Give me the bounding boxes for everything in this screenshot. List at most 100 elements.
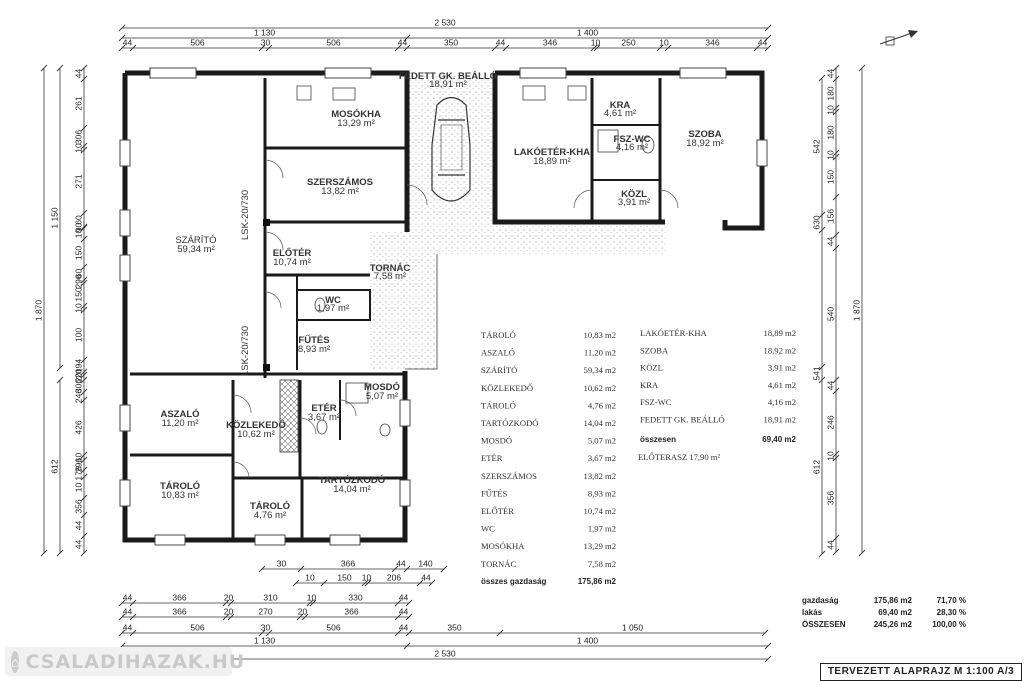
dimension-tick: [80, 456, 88, 464]
dimension-tick: [301, 613, 309, 621]
dimension-tick: [129, 613, 137, 621]
dimension-label: 366: [172, 593, 186, 603]
dimension-tick: [222, 613, 230, 621]
room-taroloA-name: TÁROLÓ: [160, 480, 200, 492]
dimension-label: 10: [826, 105, 836, 115]
room-mosokha-name: MOSÓKHA: [331, 108, 381, 120]
dimension-tick: [818, 376, 826, 384]
dimension-label: 30: [261, 623, 271, 633]
dimension-label: 10: [74, 229, 84, 239]
room-szerszamos-name: SZERSZÁMOS: [307, 177, 373, 188]
dimension-tick: [80, 235, 88, 243]
dimension-tick: [129, 629, 137, 637]
room-mosdo-area: 5,07 m²: [366, 391, 398, 402]
table-row-value: 8,93 m2: [588, 488, 616, 498]
dimension-tick: [80, 396, 88, 404]
dimension-tick: [656, 44, 664, 52]
table-row-name: TORNÁC: [481, 559, 516, 569]
dimension-tick: [80, 371, 88, 379]
dimension-tick: [265, 629, 273, 637]
table-row-value: 4,76 m2: [588, 400, 616, 410]
title-block: TERVEZETT ALAPRAJZ M 1:100 A/3: [820, 663, 1022, 681]
dimension-label: 1 870: [852, 300, 862, 322]
dimension-label: 296: [74, 458, 84, 472]
dimension-label: 150: [337, 573, 351, 583]
dimension-label: 346: [543, 38, 557, 48]
summary-row-label: gazdaság: [802, 596, 839, 605]
dimension-tick: [80, 466, 88, 474]
table-row-name: LAKÓETÉR-KHA: [640, 328, 708, 338]
dimension-label: 44: [398, 38, 408, 48]
dimension-label: 350: [444, 38, 458, 48]
dimension-tick: [56, 376, 64, 384]
north-arrow-icon: [879, 30, 918, 46]
dimension-tick: [664, 44, 672, 52]
dimension-label: 541: [812, 366, 822, 380]
dimension-tick: [394, 629, 402, 637]
table-row-value: 1,97 m2: [588, 524, 616, 534]
dimension-label: 290: [74, 274, 84, 288]
dimension-tick: [858, 64, 866, 72]
dimension-label: 10: [305, 573, 315, 583]
dimension-label: 10: [74, 143, 84, 153]
door-swings: [232, 159, 679, 479]
dimension-label: 10: [74, 483, 84, 493]
table-row-name: KÖZL: [640, 363, 663, 373]
dimension-label: 44: [826, 381, 836, 391]
room-kra-area: 4,61 m²: [604, 108, 636, 119]
room-eloter-name: ELŐTÉR: [273, 247, 312, 259]
table-row-value: 13,29 m2: [584, 541, 616, 551]
dimension-tick: [818, 363, 826, 371]
room-mosokha-area: 13,29 m²: [337, 118, 375, 129]
dimension-label: 306: [74, 130, 84, 144]
table-row-name: MOSÓKHA: [481, 541, 525, 551]
dimension-tick: [832, 75, 840, 83]
dimension-label: 206: [387, 573, 401, 583]
dimension-tick: [80, 124, 88, 132]
summary-row-area: 245,26 m2: [874, 620, 913, 629]
dimension-tick: [320, 579, 328, 587]
dimension-label: 180: [826, 125, 836, 139]
table-row-name: ELŐTÉR: [481, 506, 514, 516]
dimension-tick: [80, 302, 88, 310]
dimension-tick: [227, 599, 235, 607]
dimension-label: 10: [826, 150, 836, 160]
room-kozl-area: 3,91 m²: [618, 197, 650, 208]
dimension-tick: [832, 387, 840, 395]
summary-row-label: ÖSSZESEN: [802, 620, 846, 629]
dimension-tick: [80, 146, 88, 154]
garage-label: FEDETT GK. BEÁLLÓ: [399, 70, 497, 82]
dimension-label: 44: [123, 593, 133, 603]
dimension-tick: [80, 511, 88, 519]
terrace-area: ELŐTERASZ 17,90 m²: [638, 452, 720, 462]
dimension-label: 44: [826, 237, 836, 247]
table-row-value: 18,92 m2: [764, 345, 796, 355]
table-row-value: 18,91 m2: [764, 415, 796, 425]
room-tornac-name: TORNÁC: [370, 263, 411, 274]
dimension-label: 330: [348, 593, 362, 603]
dimension-tick: [832, 153, 840, 161]
dimension-label: 2 530: [434, 18, 456, 28]
dimension-tick: [80, 223, 88, 231]
room-eter-area: 3,67 m²: [308, 412, 340, 423]
dimension-label: 20: [224, 593, 234, 603]
dimension-label: 156: [826, 209, 836, 223]
dimension-tick: [80, 306, 88, 314]
table-row-name: ASZALÓ: [481, 348, 515, 358]
summary-row-area: 175,86 m2: [874, 596, 913, 605]
table-row-value: 3,67 m2: [588, 453, 616, 463]
dimension-tick: [832, 64, 840, 72]
room-labels: FEDETT GK. BEÁLLÓ 18,91 m² SZÁRÍTÓ 59,34…: [160, 70, 724, 521]
dimension-label: 506: [190, 623, 204, 633]
summary-row-pct: 100,00 %: [932, 620, 966, 629]
dimension-tick: [496, 629, 504, 637]
dimension-tick: [129, 599, 137, 607]
dimension-tick: [80, 142, 88, 150]
dimension-label: 20: [224, 607, 234, 617]
dimension-tick: [440, 565, 448, 573]
room-fszwc-name: FSZ-WC: [614, 134, 651, 145]
dimension-tick: [364, 579, 372, 587]
summary-row-pct: 71,70 %: [937, 596, 966, 605]
